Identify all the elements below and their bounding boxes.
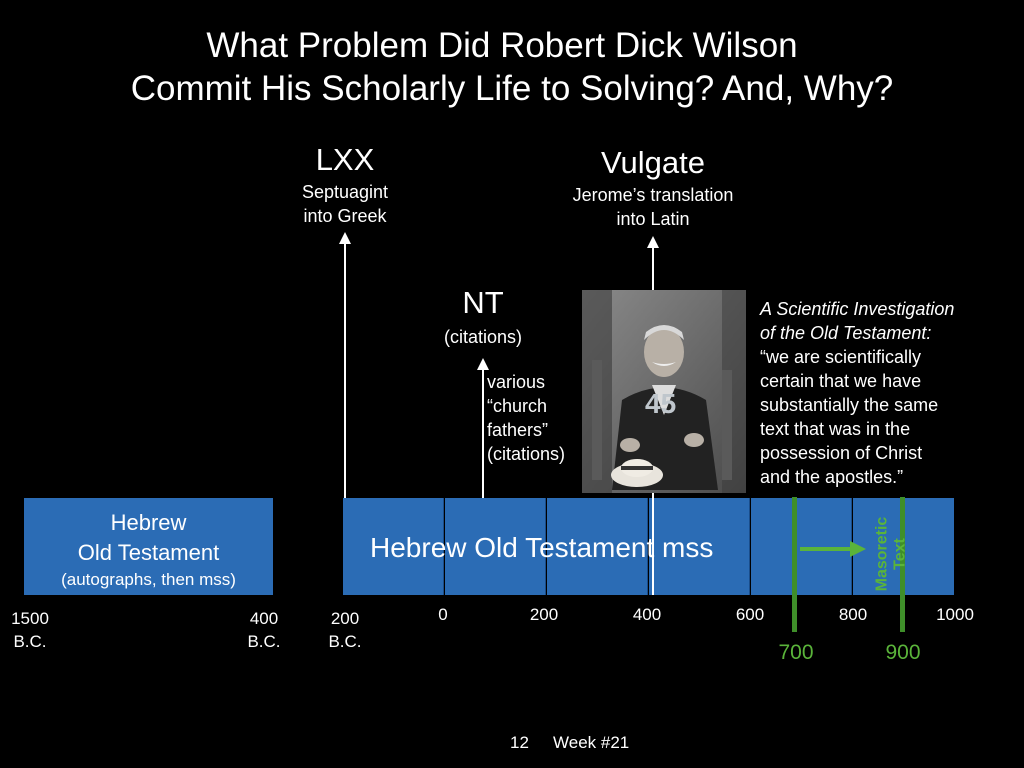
lxx-arrow-head [339,232,351,244]
title-line-1: What Problem Did Robert Dick Wilson [206,26,798,65]
marker-700-line [792,497,797,632]
lxx-arrow-line [344,243,346,595]
tick-400bc-era: B.C. [247,632,281,651]
vulgate-arrow-head [647,236,659,248]
portrait-illustration [582,290,746,493]
masoretic-text-label: Masoretic Text [856,500,926,595]
tick-1500bc-value: 1500 [11,609,49,628]
tick-200: 200 [529,605,559,624]
quote-line-2: certain that we have [760,371,922,391]
hebrew-box-line-1: Hebrew [110,510,187,535]
church-fathers-line-2: “church [487,396,548,416]
vulgate-label: Vulgate [601,145,705,180]
mss-bar-label: Hebrew Old Testament mss [370,532,714,563]
quote-line-5: possession of Christ [760,443,923,463]
vulgate-desc-2: into Latin [616,209,690,229]
wilson-portrait-photo: 45 [582,290,746,493]
lxx-label: LXX [315,142,375,177]
masoretic-line-1: Masoretic [873,516,891,592]
tick-400: 400 [632,605,662,624]
mss-segment-3 [547,498,648,595]
quote-line-1: “we are scientifically [760,347,922,367]
marker-700-label: 700 [778,641,814,664]
hebrew-box-line-3: (autographs, then mss) [61,570,236,589]
quote-book-title-2: of the Old Testament: [760,323,932,343]
quote-line-4: text that was in the [760,419,911,439]
transition-arrow-line [800,547,852,551]
quote-line-3: substantially the same [760,395,939,415]
lxx-desc-1: Septuagint [301,182,389,202]
tick-400bc: 400 B.C. [239,607,289,653]
title-line-2: Commit His Scholarly Life to Solving? An… [130,69,894,108]
nt-arrow-line [482,369,484,595]
church-fathers-line-4: (citations) [487,444,566,464]
photo-badge-number: 45 [645,388,677,419]
nt-arrow-head [477,358,489,370]
marker-900-line [900,497,905,632]
hebrew-box-line-2: Old Testament [77,540,220,565]
nt-desc: (citations) [443,327,523,347]
hebrew-ot-autographs-box: Hebrew Old Testament (autographs, then m… [24,498,273,595]
tick-200bc-era: B.C. [328,632,362,651]
vulgate-arrow-line-top [652,247,654,290]
tick-1000: 1000 [936,605,974,624]
vulgate-label-group: Vulgate Jerome’s translation into Latin [553,145,753,231]
church-fathers-line-3: fathers” [487,420,549,440]
footer-page-number: 12 [510,733,529,752]
tick-400bc-value: 400 [249,609,279,628]
masoretic-line-2: Text [891,538,909,570]
nt-label-group: NT (citations) [423,285,543,349]
slide-title: What Problem Did Robert Dick Wilson Comm… [0,24,1024,110]
church-fathers-note: various “church fathers” (citations) [487,370,587,466]
quote-line-6: and the apostles.” [760,467,904,487]
mss-segment-1 [343,498,444,595]
mss-segment-2 [445,498,546,595]
footer-week-label: Week #21 [553,733,630,752]
transition-arrow-head [850,541,866,557]
tick-1500bc: 1500 B.C. [5,607,55,653]
church-fathers-line-1: various [487,372,546,392]
lxx-label-group: LXX Septuagint into Greek [270,142,420,228]
tick-800: 800 [838,605,868,624]
quote-book-title-1: A Scientific Investigation [760,299,955,319]
lxx-desc-2: into Greek [303,206,387,226]
tick-0: 0 [438,605,448,624]
nt-label: NT [462,285,504,320]
tick-200bc: 200 B.C. [320,607,370,653]
tick-1500bc-era: B.C. [13,632,47,651]
vulgate-desc-1: Jerome’s translation [572,185,734,205]
quote-block: A Scientific Investigation of the Old Te… [760,297,1000,489]
vulgate-arrow-line-bottom [652,493,654,595]
marker-900-label: 900 [885,641,921,664]
tick-200bc-value: 200 [330,609,360,628]
tick-600: 600 [735,605,765,624]
mss-segment-4 [649,498,750,595]
